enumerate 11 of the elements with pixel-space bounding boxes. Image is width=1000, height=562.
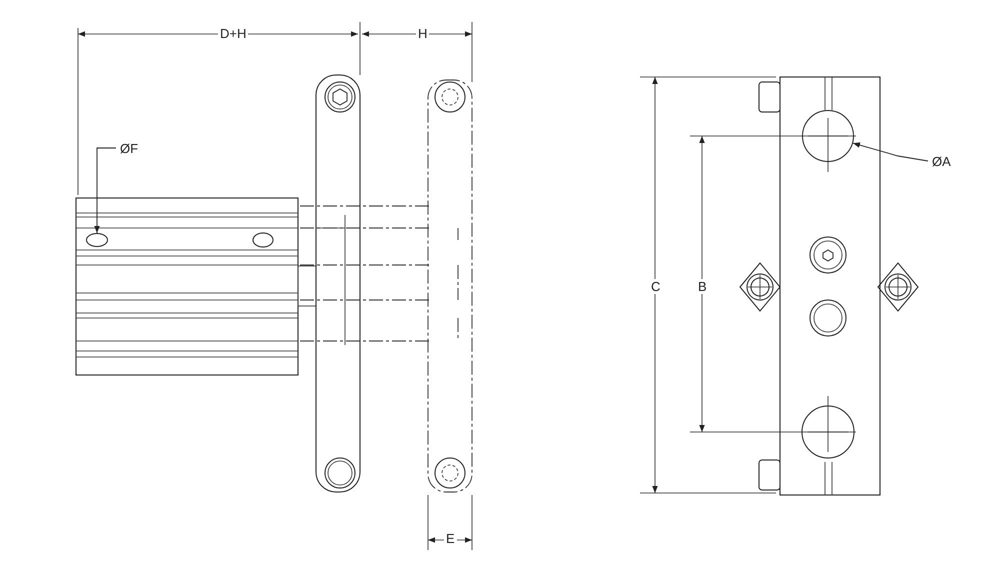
dimension-label: C <box>649 279 662 294</box>
bore-hole <box>802 110 854 162</box>
dimension-label: ØF <box>118 141 140 156</box>
mounting-hole <box>86 233 108 247</box>
dimension-label: ØA <box>930 154 953 169</box>
dimension-label: B <box>696 279 709 294</box>
dimension-label: H <box>416 26 430 41</box>
leader-line <box>852 142 928 162</box>
dimension-label: E <box>444 531 457 546</box>
leader-line <box>94 148 116 234</box>
dimension-label: D+H <box>218 26 248 41</box>
